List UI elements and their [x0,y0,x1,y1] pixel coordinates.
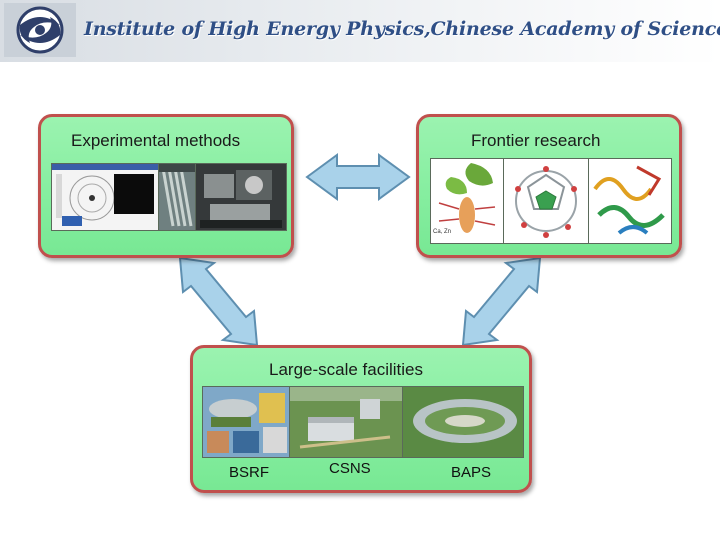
beamline-equipment-image [195,163,287,231]
horizontal-double-arrow [305,153,411,201]
csns-building-image [289,386,403,458]
right-diagonal-double-arrow [461,256,542,347]
ihep-logo-icon [4,3,76,57]
svg-text:Ca, Zn: Ca, Zn [433,229,451,235]
facility-caption-csns: CSNS [329,460,371,477]
bsrf-collage-image [202,386,290,458]
baps-ring-image [402,386,524,458]
left-diagonal-double-arrow [178,256,259,347]
fullerene-molecule-image [503,158,589,244]
facility-caption-baps: BAPS [451,464,492,481]
header-title: Institute of High Energy Physics,Chinese… [84,18,720,40]
plant-cell-image: Ca, Zn [430,158,504,244]
large-scale-facilities-panel: Large-scale facilities BSRF C [190,345,532,493]
diffraction-screenshot-image [51,163,159,231]
panel-title: Experimental methods [71,131,241,150]
panel-title: Frontier research [471,131,601,150]
frontier-research-panel: Frontier research Ca, Zn [416,114,682,258]
protein-structure-image [588,158,672,244]
header-bar: Institute of High Energy Physics,Chinese… [0,0,720,62]
detector-hardware-image [158,163,196,231]
facility-caption-bsrf: BSRF [229,464,270,481]
panel-title: Large-scale facilities [269,360,424,379]
experimental-methods-panel: Experimental methods [38,114,294,258]
